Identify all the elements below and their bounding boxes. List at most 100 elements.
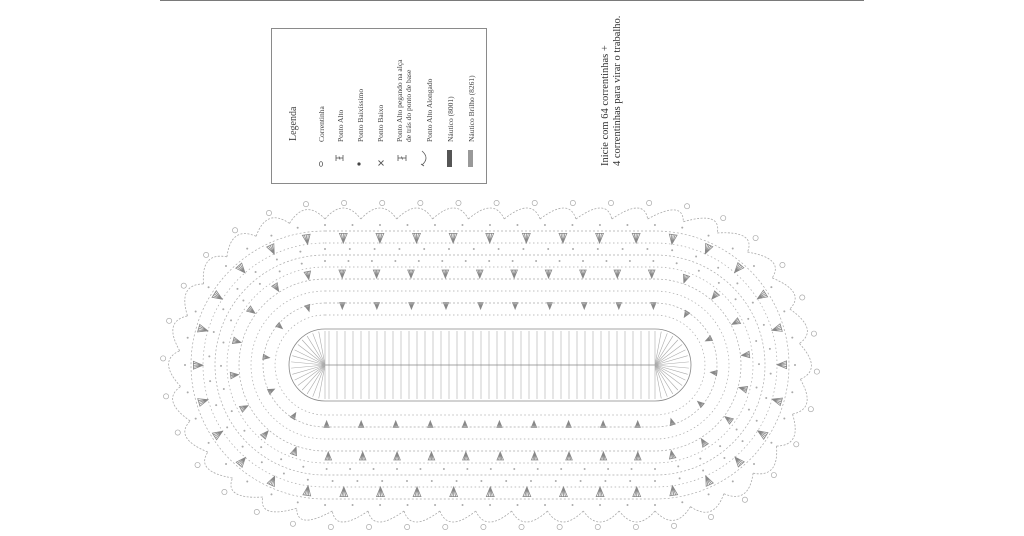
chart-picot [569,200,576,206]
chart-picot [221,489,228,495]
chart-stitch-mark [480,480,483,482]
chart-fan [565,450,573,461]
chart-stitch-mark [731,247,734,250]
chart-ring [250,290,730,440]
chart-ring [190,230,790,500]
chart-end-stitch [654,331,662,366]
chart-stitch-mark [455,480,458,482]
chart-stitch-mark [224,265,227,268]
chart-stitch-mark [571,224,574,226]
chart-end-stitch [318,364,326,399]
chart-stitch-mark [755,339,758,342]
chart-fan [544,269,553,280]
chart-stitch-mark [260,461,263,464]
chart-stitch-mark [791,336,794,339]
chart-picot [194,462,201,468]
chart-scallop [184,420,208,453]
chart-stitch-mark [430,480,433,482]
chart-stitch-mark [300,262,303,265]
chart-picot [442,524,449,530]
chart-stitch-mark [755,386,758,389]
chart-stitch-mark [356,480,359,482]
chart-picot [632,524,639,530]
chart-picot [303,201,309,208]
chart-fan [192,360,205,370]
chart-picot [608,200,614,206]
chart-fan [211,290,224,300]
chart-picot [708,514,714,520]
chart-stitch-mark [765,396,768,399]
chart-picot [799,294,806,301]
chart-fan [372,269,381,280]
chart-stitch-mark [543,224,546,226]
chart-fan [289,446,297,457]
chart-stitch-mark [226,426,229,429]
chart-end-stitch [294,364,326,381]
chart-scallop [331,510,369,523]
chart-stitch-mark [762,323,765,326]
chart-stitch-mark [794,363,796,366]
chart-picot [793,441,800,448]
chart-fan [289,411,297,421]
chart-stitch-mark [747,408,750,411]
chart-stitch-mark [378,224,381,226]
chart-fan [271,282,280,293]
chart-scallop [360,207,398,220]
chart-end-stitch [291,361,326,366]
legend-label-ponto-baixissimo: Ponto Baixíssimo [356,88,365,142]
chart-stitch-mark [379,504,382,506]
chart-end-stitch [312,364,326,397]
chart-stitch-mark [583,468,586,470]
chart-scallop [204,451,233,479]
chart-stitch-mark [394,260,397,262]
chart-stitch-mark [207,441,210,444]
chart-stitch-mark [628,260,631,262]
chart-fan [412,233,422,245]
chart-fan [683,273,691,284]
chart-scallop [582,510,620,523]
chart-fan [599,450,608,461]
chart-picot [807,406,814,413]
chart-stitch-mark [254,271,257,274]
chart-stitch-mark [536,468,539,470]
chart-stitch-mark [461,504,464,506]
legend-label-nautico: Náutico (8001) [446,96,455,142]
chart-picot [518,524,525,530]
chart-stitch-mark [282,472,285,475]
chart-scallop [511,510,548,523]
chart-fan [731,317,742,325]
chart-fan [339,485,349,497]
chart-stitch-mark [441,260,444,262]
chart-ring [226,266,754,464]
chart-stitch-mark [242,299,245,302]
chart-stitch-mark [560,468,563,470]
chart-stitch-mark [681,226,684,229]
chart-end-stitch [301,364,326,391]
chart-end-stitch [654,339,679,366]
chart-stitch-mark [605,260,608,262]
chart-fan [565,419,572,428]
chart-fan [441,269,450,280]
chart-scallops [160,200,820,530]
chart-fan [705,474,714,487]
chart-stitch-mark [296,226,299,229]
chart-stitch-mark [695,255,698,258]
chart-stitch-mark [194,417,197,420]
chart-stitch-mark [768,347,771,350]
chart-fan [511,302,519,311]
chart-end-stitch [654,364,688,375]
chart-stitch-mark [225,463,228,466]
chart-fan [546,302,553,311]
chart-stitch-mark [406,224,409,226]
chart-stitch-mark [280,458,283,461]
chart-stitch-mark [419,468,422,470]
chart-picot [289,520,296,527]
chart-fan [704,335,714,342]
chart-stitch-mark [598,224,601,226]
chart-picot [180,282,187,289]
chart-stitch-mark [770,441,773,444]
slip-stitch-symbol-icon [355,155,363,173]
chart-stitch-mark [511,260,514,262]
chart-stitch-mark [516,224,519,226]
chart-picot [417,200,424,206]
